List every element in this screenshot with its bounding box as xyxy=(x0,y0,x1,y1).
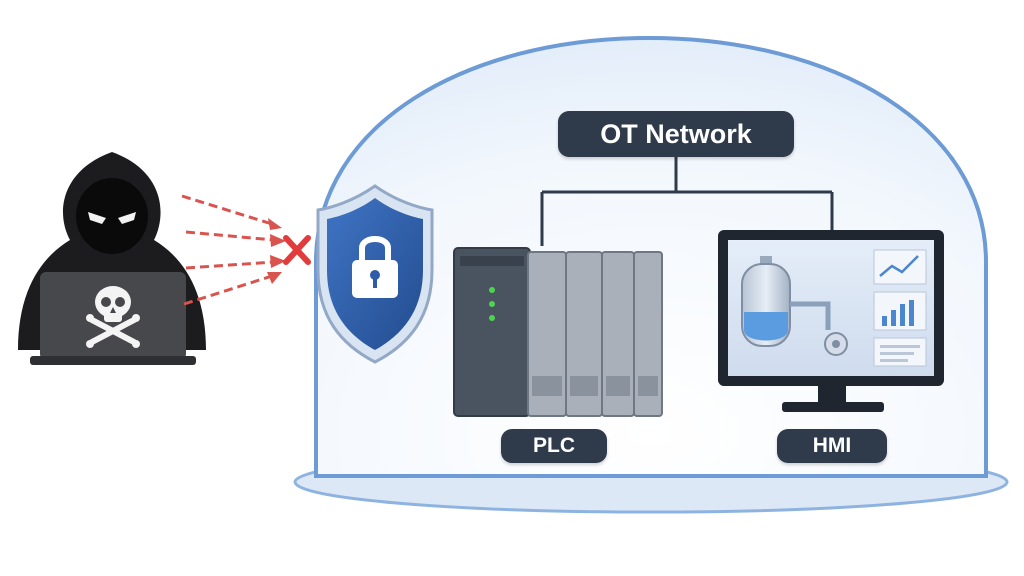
plc-cpu-module xyxy=(453,247,531,417)
hmi-label: HMI xyxy=(777,429,887,463)
line-chart-icon xyxy=(873,249,927,285)
status-led xyxy=(489,287,495,293)
laptop-base xyxy=(30,356,196,365)
skull-crossbones-icon xyxy=(86,286,140,348)
ot-network-label: OT Network xyxy=(558,111,794,157)
tank-icon xyxy=(741,256,831,347)
bar-chart-icon xyxy=(873,291,927,331)
status-led xyxy=(489,301,495,307)
monitor-neck xyxy=(818,386,846,404)
pump-icon xyxy=(824,332,848,356)
status-led xyxy=(489,315,495,321)
monitor-icon xyxy=(718,230,944,412)
plc-label: PLC xyxy=(501,429,607,463)
lock-shackle xyxy=(359,236,391,262)
monitor-stand xyxy=(782,402,884,412)
network-connectors xyxy=(540,156,834,246)
plc-terminal-strips xyxy=(532,376,658,396)
hacker-icon xyxy=(18,152,206,365)
face-shadow xyxy=(76,178,148,254)
plc-io-modules xyxy=(527,251,663,417)
attack-arrows xyxy=(181,194,286,306)
red-x-icon xyxy=(283,235,311,265)
right-eye xyxy=(118,212,136,224)
shield-lock-icon xyxy=(316,184,434,364)
screen-info-lines xyxy=(873,337,927,367)
plc-rack-icon xyxy=(453,247,663,417)
left-eye xyxy=(88,212,106,224)
